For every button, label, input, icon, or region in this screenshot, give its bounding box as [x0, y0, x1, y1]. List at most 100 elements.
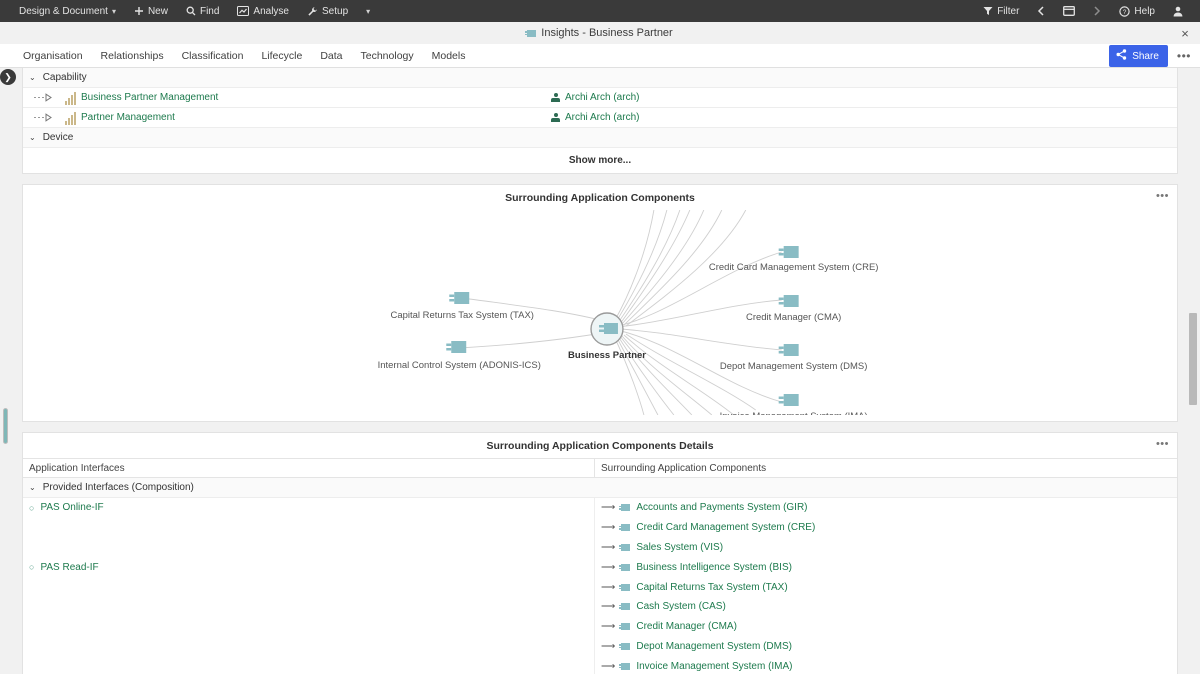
- more-options-icon[interactable]: •••: [1155, 438, 1169, 450]
- dotted-arrow-icon: [29, 113, 59, 122]
- menu-design-and-document[interactable]: Design & Document ▾: [10, 3, 125, 20]
- arrow-right-icon: ⟶: [601, 640, 616, 652]
- application-component-icon: [619, 563, 631, 571]
- card-title: Surrounding Application Components: [505, 192, 695, 204]
- menu-find[interactable]: Find: [177, 3, 228, 20]
- surrounding-components-details-card: Surrounding Application Components Detai…: [22, 432, 1178, 674]
- graph-node-center-business-partner[interactable]: Business Partner: [568, 312, 646, 361]
- chevron-left-icon: [1037, 6, 1045, 16]
- menu-overflow[interactable]: ▾: [357, 4, 379, 19]
- details-table-body: ○ PAS Online-IF ○ PAS Read-IF ⟶: [23, 498, 1177, 674]
- menu-label: Setup: [322, 5, 349, 17]
- list-item-spacer: [23, 577, 594, 597]
- menu-analyse[interactable]: Analyse: [228, 3, 298, 20]
- table-row[interactable]: Partner Management Archi Arch (arch): [23, 108, 1177, 128]
- chevron-down-icon: ▾: [366, 6, 371, 16]
- list-item-spacer: [23, 538, 594, 558]
- interface-label: PAS Online-IF: [40, 502, 104, 514]
- row-owner[interactable]: Archi Arch (arch): [551, 92, 639, 103]
- page-title: Insights - Business Partner: [541, 27, 673, 39]
- more-options-icon[interactable]: •••: [1155, 190, 1169, 202]
- graph-node-internal-control-system[interactable]: Internal Control System (ADONIS-ICS): [378, 341, 541, 371]
- tab-models[interactable]: Models: [431, 49, 466, 62]
- capability-name-link[interactable]: Business Partner Management: [81, 92, 219, 103]
- tab-technology[interactable]: Technology: [360, 49, 414, 62]
- search-icon: [186, 6, 196, 16]
- details-table-header: Application Interfaces Surrounding Appli…: [23, 458, 1177, 478]
- tab-classification[interactable]: Classification: [181, 49, 244, 62]
- group-label: Capability: [42, 72, 87, 83]
- list-item[interactable]: ⟶ Sales System (VIS): [595, 538, 1177, 558]
- list-item-spacer: [23, 597, 594, 617]
- menu-label: Find: [199, 5, 220, 17]
- list-item[interactable]: ⟶ Capital Returns Tax System (TAX): [595, 577, 1177, 597]
- user-account-button[interactable]: [1164, 3, 1192, 20]
- capability-icon: [59, 111, 81, 125]
- list-item[interactable]: ⟶ Depot Management System (DMS): [595, 637, 1177, 657]
- filter-button[interactable]: Filter: [974, 3, 1028, 20]
- graph-node-label: Capital Returns Tax System (TAX): [391, 310, 534, 321]
- list-item[interactable]: ⟶ Accounts and Payments System (GIR): [595, 498, 1177, 518]
- table-row[interactable]: Business Partner Management Archi Arch (…: [23, 88, 1177, 108]
- show-more-button[interactable]: Show more...: [568, 155, 632, 166]
- tab-relationships[interactable]: Relationships: [100, 49, 164, 62]
- vertical-scrollbar-thumb[interactable]: [1189, 313, 1197, 405]
- list-item[interactable]: ○ PAS Read-IF: [23, 557, 594, 577]
- group-row-provided-interfaces[interactable]: ⌄ Provided Interfaces (Composition): [23, 478, 1177, 498]
- chevron-right-icon: [1093, 6, 1101, 16]
- list-item[interactable]: ⟶ Business Intelligence System (BIS): [595, 557, 1177, 577]
- main-content-scroll-area[interactable]: ⌄ Capability Business Partner Management…: [0, 68, 1200, 674]
- window-layout-button[interactable]: [1054, 3, 1084, 19]
- group-row-capability[interactable]: ⌄ Capability: [23, 68, 1177, 88]
- column-header-surrounding-application-components[interactable]: Surrounding Application Components: [601, 462, 767, 474]
- list-item[interactable]: ⟶ Credit Card Management System (CRE): [595, 518, 1177, 538]
- menu-new[interactable]: New: [125, 3, 177, 20]
- graph-node-credit-card-management-system[interactable]: Credit Card Management System (CRE): [709, 246, 879, 273]
- application-component-icon: [619, 504, 631, 512]
- menu-setup[interactable]: Setup: [298, 3, 357, 20]
- group-row-device[interactable]: ⌄ Device: [23, 128, 1177, 148]
- arrow-right-icon: ⟶: [601, 541, 616, 553]
- help-button[interactable]: ? Help: [1110, 3, 1164, 20]
- tab-data[interactable]: Data: [320, 49, 343, 62]
- share-icon: [1116, 49, 1127, 63]
- owner-label: Archi Arch (arch): [565, 112, 640, 123]
- menu-label: Analyse: [253, 5, 289, 17]
- document-title-strip: Insights - Business Partner ×: [0, 22, 1200, 44]
- arrow-right-icon: ⟶: [601, 601, 616, 613]
- vertical-scrollbar[interactable]: [1189, 138, 1197, 674]
- application-component-icon: [619, 603, 631, 611]
- list-item[interactable]: ○ PAS Online-IF: [23, 498, 594, 518]
- capability-name-link[interactable]: Partner Management: [81, 112, 175, 123]
- row-owner[interactable]: Archi Arch (arch): [551, 112, 639, 123]
- graph-node-invoice-management-system[interactable]: Invoice Management System (IMA): [720, 394, 868, 415]
- graph-node-credit-manager[interactable]: Credit Manager (CMA): [746, 295, 841, 323]
- graph-node-capital-returns-tax-system[interactable]: Capital Returns Tax System (TAX): [391, 292, 534, 321]
- more-options-icon[interactable]: •••: [1176, 49, 1191, 63]
- menu-label: New: [147, 5, 168, 17]
- tab-organisation[interactable]: Organisation: [23, 49, 83, 62]
- component-label: Depot Management System (DMS): [636, 640, 792, 652]
- chevron-down-icon: ⌄: [29, 133, 36, 142]
- column-header-application-interfaces[interactable]: Application Interfaces: [23, 458, 595, 478]
- graph-node-depot-management-system[interactable]: Depot Management System (DMS): [720, 344, 867, 372]
- list-item-spacer: [23, 518, 594, 538]
- close-icon[interactable]: ×: [1181, 25, 1189, 41]
- application-component-icon: [619, 623, 631, 631]
- nav-back-button[interactable]: [1028, 3, 1054, 19]
- left-panel-resize-handle[interactable]: [3, 408, 8, 444]
- group-label: Device: [42, 132, 74, 143]
- arrow-right-icon: ⟶: [601, 581, 616, 593]
- component-label: Capital Returns Tax System (TAX): [636, 581, 788, 593]
- nav-forward-button[interactable]: [1084, 3, 1110, 19]
- list-item[interactable]: ⟶ Cash System (CAS): [595, 597, 1177, 617]
- svg-text:?: ?: [1123, 9, 1127, 16]
- sidebar-expand-toggle[interactable]: ❯: [0, 69, 16, 85]
- list-item[interactable]: ⟶ Invoice Management System (IMA): [595, 656, 1177, 674]
- network-graph[interactable]: Credit Card Management System (CRE) Cred…: [23, 210, 1177, 415]
- appbar-left-group: Design & Document ▾ New Find Analyse: [0, 3, 379, 20]
- graph-node-label: Invoice Management System (IMA): [720, 411, 868, 415]
- list-item[interactable]: ⟶ Credit Manager (CMA): [595, 617, 1177, 637]
- tab-lifecycle[interactable]: Lifecycle: [261, 49, 303, 62]
- share-button[interactable]: Share: [1109, 45, 1168, 67]
